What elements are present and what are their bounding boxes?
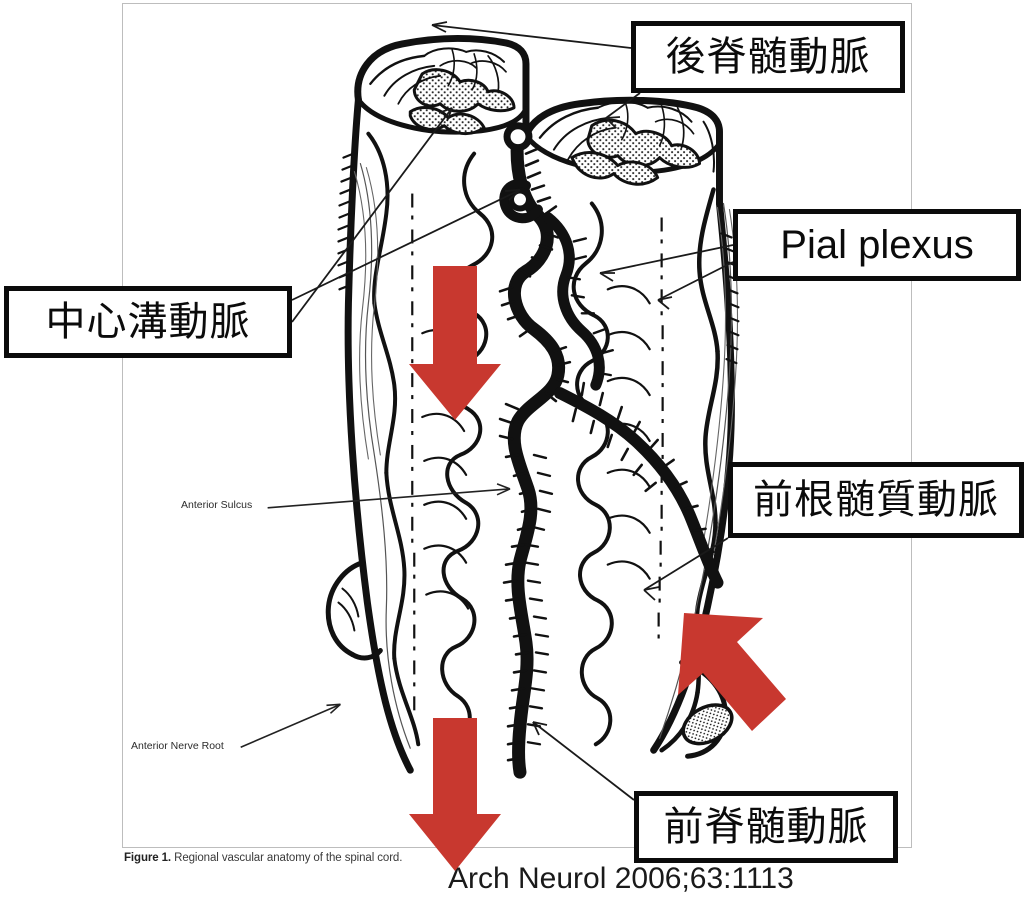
- figure-caption: Figure 1. Regional vascular anatomy of t…: [124, 852, 402, 864]
- anterior-spinal-artery: [498, 122, 614, 779]
- right-cord-segment: [522, 96, 740, 759]
- journal-citation: Arch Neurol 2006;63:1113: [448, 862, 794, 895]
- anterior-nerve-root-leader: [240, 703, 341, 748]
- cord-body: [240, 35, 740, 779]
- anterior-sulcus-leader: [267, 483, 511, 509]
- callout-sulcal-artery[interactable]: 中心溝動脈: [4, 286, 292, 358]
- figure-caption-number: Figure 1.: [124, 852, 172, 864]
- callout-anterior-spinal-artery[interactable]: 前脊髄動脈: [634, 791, 898, 863]
- anterior-radiculomedullary-artery: [553, 381, 724, 589]
- callout-pial-plexus[interactable]: Pial plexus: [733, 209, 1021, 281]
- callout-posterior-spinal-artery[interactable]: 後脊髄動脈: [631, 21, 905, 93]
- central-sulcus-structures: [411, 151, 664, 747]
- label-anterior-nerve-root: Anterior Nerve Root: [131, 740, 224, 752]
- left-cord-segment: [325, 35, 530, 774]
- spinal-cord-illustration: [240, 35, 740, 779]
- figure-panel: Anterior Sulcus Anterior Nerve Root: [122, 3, 912, 848]
- callout-anterior-radiculomedullary-artery[interactable]: 前根髄質動脈: [728, 462, 1024, 538]
- figure-caption-text: Regional vascular anatomy of the spinal …: [171, 852, 403, 864]
- label-anterior-sulcus: Anterior Sulcus: [181, 499, 253, 511]
